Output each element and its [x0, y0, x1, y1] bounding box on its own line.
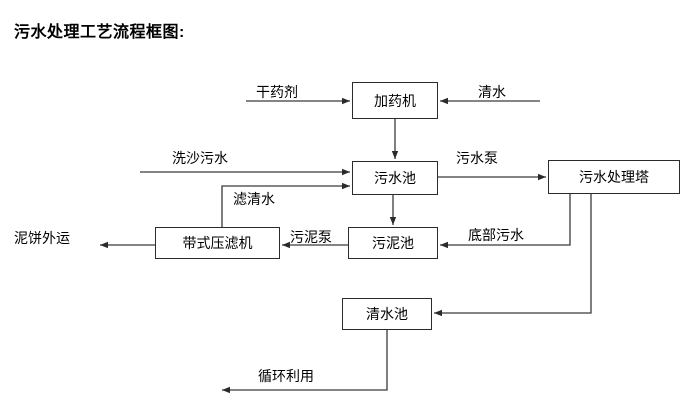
node-treatment-tower[interactable]: 污水处理塔 — [548, 160, 680, 194]
io-label-dry-agent: 干药剂 — [256, 84, 298, 100]
node-label: 污水池 — [374, 170, 416, 186]
node-label: 清水池 — [366, 306, 408, 322]
node-dosing-machine[interactable]: 加药机 — [352, 82, 438, 119]
node-sewage-pool[interactable]: 污水池 — [352, 161, 438, 195]
edge-label-filtrate-water: 滤清水 — [233, 191, 275, 207]
edge-label-wash-sand-sewage: 洗沙污水 — [172, 150, 228, 166]
node-belt-filter-press[interactable]: 带式压滤机 — [155, 227, 280, 259]
page-title: 污水处理工艺流程框图: — [14, 24, 185, 41]
io-label-mud-cake-out: 泥饼外运 — [14, 230, 70, 246]
edge-clear-pool-to-recycle — [222, 330, 388, 394]
node-sludge-pool[interactable]: 污泥池 — [348, 227, 438, 259]
node-label: 污泥池 — [372, 235, 414, 251]
edge-tower-to-sludge-pool — [440, 194, 571, 249]
node-clear-water-pool[interactable]: 清水池 — [342, 298, 432, 330]
node-label: 污水处理塔 — [579, 169, 649, 185]
edge-label-sewage-pump: 污水泵 — [456, 150, 498, 166]
edge-label-bottom-sewage: 底部污水 — [468, 227, 524, 243]
edge-tower-to-clear-pool — [434, 194, 592, 317]
edge-label-sludge-pump: 污泥泵 — [290, 229, 332, 245]
node-label: 带式压滤机 — [182, 235, 253, 251]
io-label-clean-water: 清水 — [478, 84, 506, 100]
node-label: 加药机 — [374, 92, 416, 109]
edge-belt-press-to-sewage-pool — [221, 182, 350, 227]
edge-label-recycle-use: 循环利用 — [258, 368, 314, 384]
